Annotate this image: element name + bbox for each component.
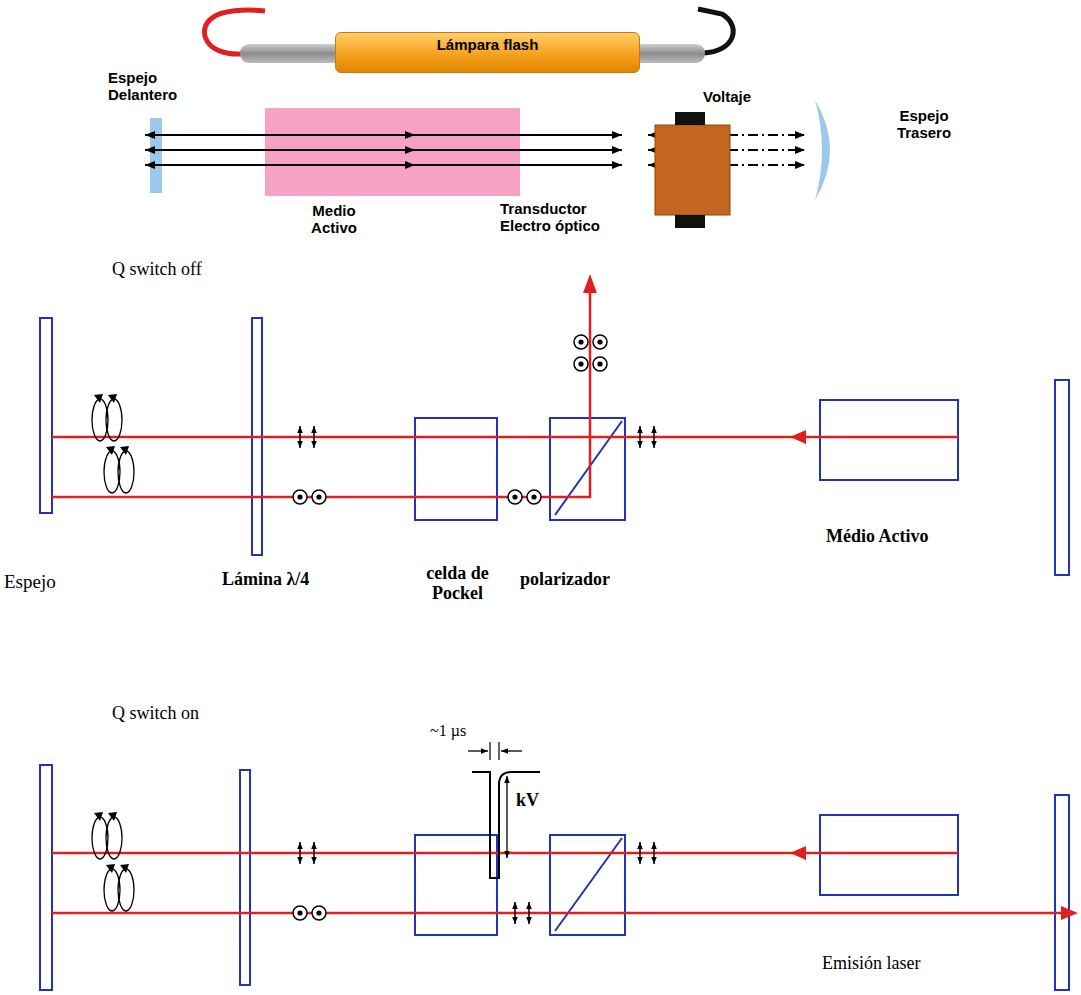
output-label: Emisión laser xyxy=(822,953,972,973)
polarization-symbols-on xyxy=(515,902,529,924)
part-name: Medio Activo xyxy=(288,203,380,237)
polarization-symbols-off xyxy=(92,394,122,441)
polarization-symbols-on xyxy=(293,906,326,920)
light-rays xyxy=(415,164,622,166)
polarization-symbols-on xyxy=(300,842,314,864)
part-name: polarizador xyxy=(520,569,630,589)
lamp-wires xyxy=(698,9,733,53)
beam-off xyxy=(52,274,958,497)
voltage-pulse xyxy=(506,776,507,858)
flash-lamp: Lámpara flash xyxy=(335,32,640,73)
beam-on xyxy=(52,852,958,855)
beam-off xyxy=(574,335,607,349)
voltage-pulse xyxy=(498,742,499,760)
polarization-symbols-off xyxy=(300,426,314,448)
light-rays xyxy=(145,149,415,151)
q-switch-off-setup xyxy=(40,318,52,513)
voltage-pulse xyxy=(468,750,488,751)
beam-off xyxy=(52,292,590,497)
voltage-pulse xyxy=(472,772,540,878)
beam-on xyxy=(52,912,1062,915)
q-switch-off-setup xyxy=(415,418,497,520)
q-switch-off-setup xyxy=(40,318,1069,575)
beam-on xyxy=(1061,906,1078,920)
light-rays xyxy=(415,134,622,136)
polarization-symbols-on xyxy=(92,812,122,859)
pulse-duration: ~1 µs xyxy=(430,722,500,740)
polarization-symbols-off xyxy=(92,394,654,504)
part-name: Espejo Trasero xyxy=(882,108,966,142)
section-heading: Q switch on xyxy=(112,703,272,723)
beam-on xyxy=(790,846,806,860)
q-switch-on-setup xyxy=(1055,795,1069,990)
beam-off xyxy=(574,357,607,371)
back-mirror xyxy=(815,100,830,200)
light-rays xyxy=(145,164,415,166)
q-switch-off-setup xyxy=(820,400,958,480)
q-switch-off-setup xyxy=(1055,380,1069,575)
light-rays xyxy=(415,149,622,151)
pulse-amplitude: kV xyxy=(516,790,556,810)
q-switch-on-setup xyxy=(240,770,250,985)
voltage-pulse xyxy=(501,750,522,751)
part-name: celda de Pockel xyxy=(400,563,515,603)
part-name: Transductor Electro óptico xyxy=(500,201,622,235)
beam-off xyxy=(583,274,597,293)
part-name: Espejo xyxy=(4,571,94,592)
q-switch-on-setup xyxy=(820,815,958,895)
q-switch-on-setup xyxy=(40,765,1069,990)
lamp-electrodes xyxy=(240,44,350,63)
q-switch-on-setup xyxy=(40,765,52,990)
q-switch-off-setup xyxy=(555,421,622,515)
light-rays xyxy=(145,134,415,136)
voltage-pulse xyxy=(489,742,490,760)
light-rays xyxy=(145,135,622,165)
polarization-symbols-off xyxy=(508,490,541,504)
polarization-symbols-on xyxy=(92,812,654,924)
active-medium xyxy=(265,108,520,196)
part-name: Lámina λ/4 xyxy=(222,569,342,589)
beam-on xyxy=(52,846,1078,920)
electro-optic-transducer xyxy=(655,112,730,228)
polarization-symbols-off xyxy=(293,490,326,504)
electro-optic-transducer xyxy=(655,125,730,215)
polarization-symbols-off xyxy=(104,446,134,493)
q-switch-off-setup xyxy=(550,418,625,520)
electro-optic-transducer xyxy=(675,215,705,228)
part-name: Voltaje xyxy=(703,89,783,106)
part-name: Médio Activo xyxy=(826,526,976,546)
beam-off xyxy=(52,436,958,439)
electro-optic-transducer xyxy=(675,112,705,125)
q-switch-on-setup xyxy=(415,835,497,935)
part-name: Espejo Delantero xyxy=(108,70,208,104)
section-heading: Q switch off xyxy=(112,259,272,279)
polarization-symbols-on xyxy=(640,842,654,864)
polarization-symbols-on xyxy=(104,864,134,911)
beam-off xyxy=(790,430,806,444)
q-switch-on-setup xyxy=(550,835,625,935)
polarization-symbols-off xyxy=(640,426,654,448)
front-mirror xyxy=(150,118,162,193)
node-label: Lámpara flash xyxy=(344,36,631,53)
